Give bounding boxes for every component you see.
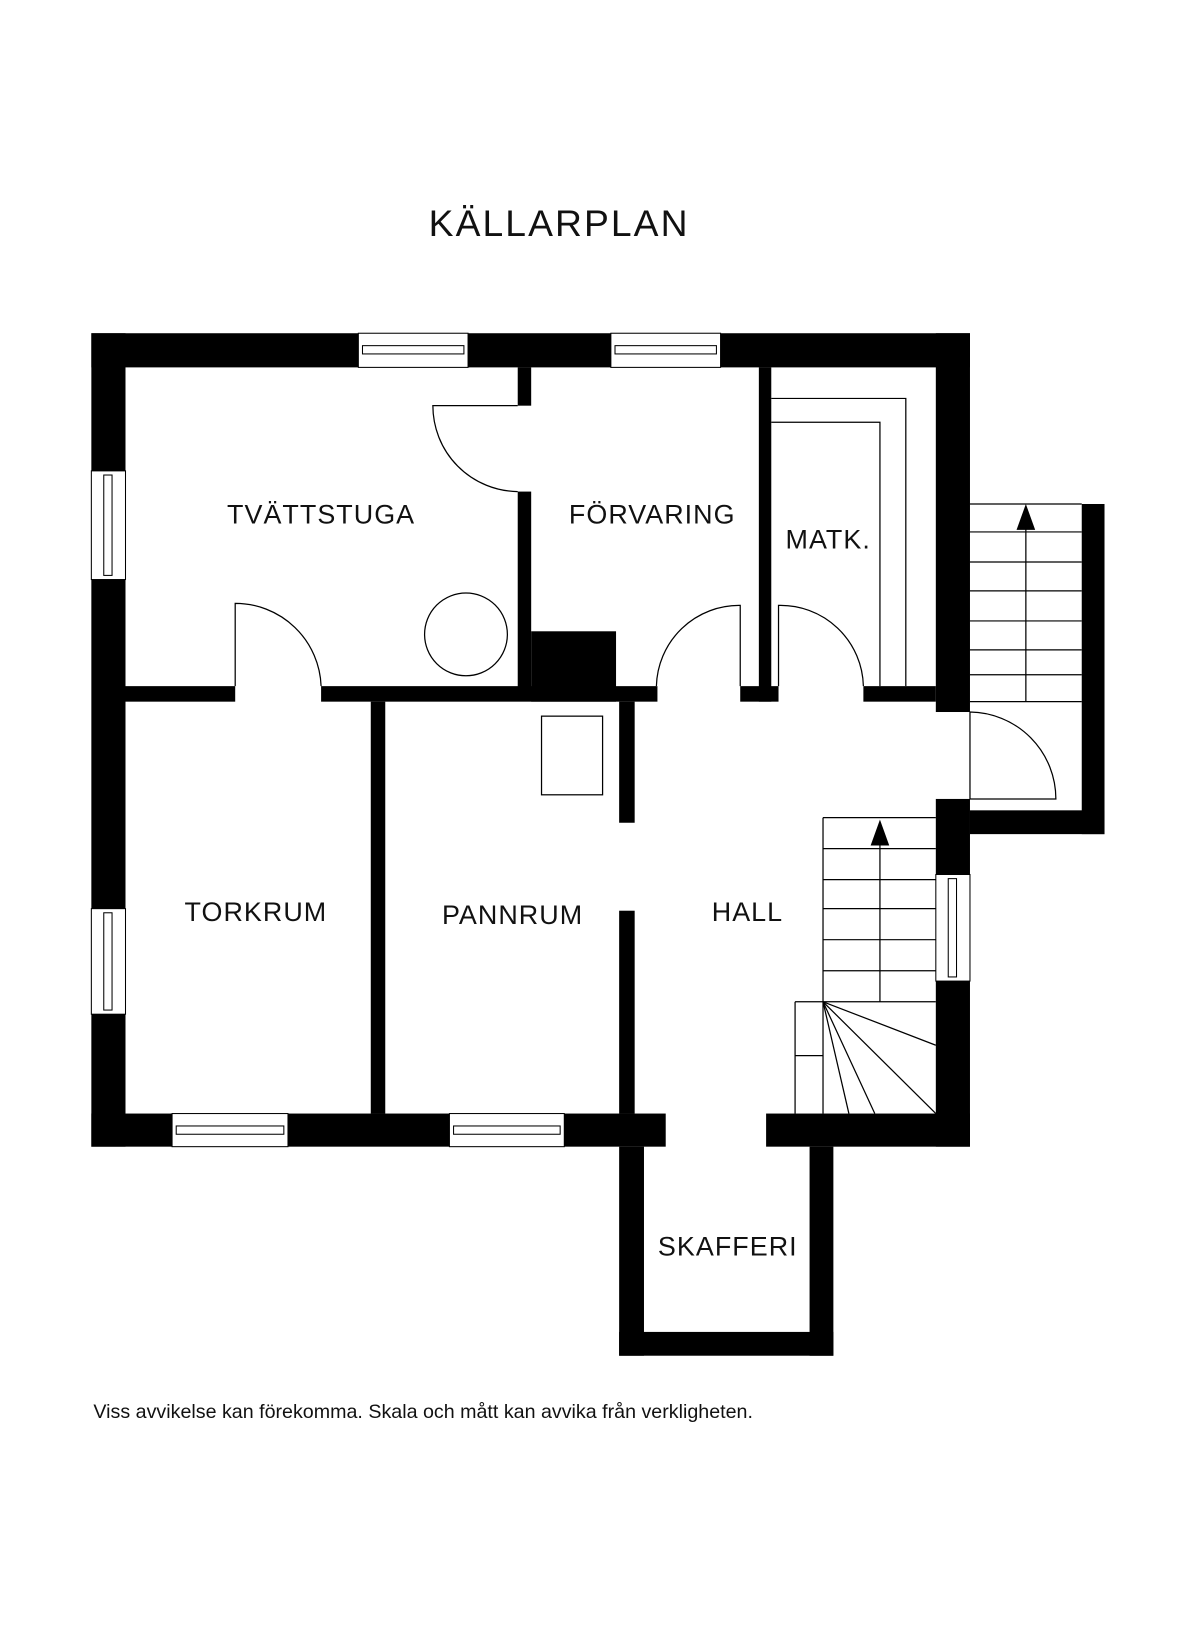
windows [90, 332, 971, 1148]
room-label-torkrum: TORKRUM [185, 897, 328, 927]
room-label-matk: MATK. [786, 524, 871, 554]
disclaimer: Viss avvikelse kan förekomma. Skala och … [93, 1401, 753, 1423]
room-label-pannrum: PANNRUM [442, 900, 583, 930]
room-label-forvaring: FÖRVARING [569, 500, 736, 530]
fixtures [423, 397, 907, 796]
exterior-stairs [969, 503, 1082, 703]
walls [91, 333, 1105, 1356]
room-label-hall: HALL [712, 897, 783, 927]
doors [234, 405, 1057, 800]
interior-stairs [794, 816, 937, 1114]
floor-drain [423, 592, 508, 677]
room-labels: TVÄTTSTUGA FÖRVARING MATK. TORKRUM PANNR… [185, 500, 871, 1262]
arrow-up-icon [870, 819, 890, 846]
plan-title: KÄLLARPLAN [429, 202, 690, 244]
room-label-tvattstuga: TVÄTTSTUGA [227, 500, 415, 530]
room-label-skafferi: SKAFFERI [658, 1231, 798, 1261]
boiler [540, 715, 604, 796]
arrow-up-icon [1016, 503, 1036, 530]
